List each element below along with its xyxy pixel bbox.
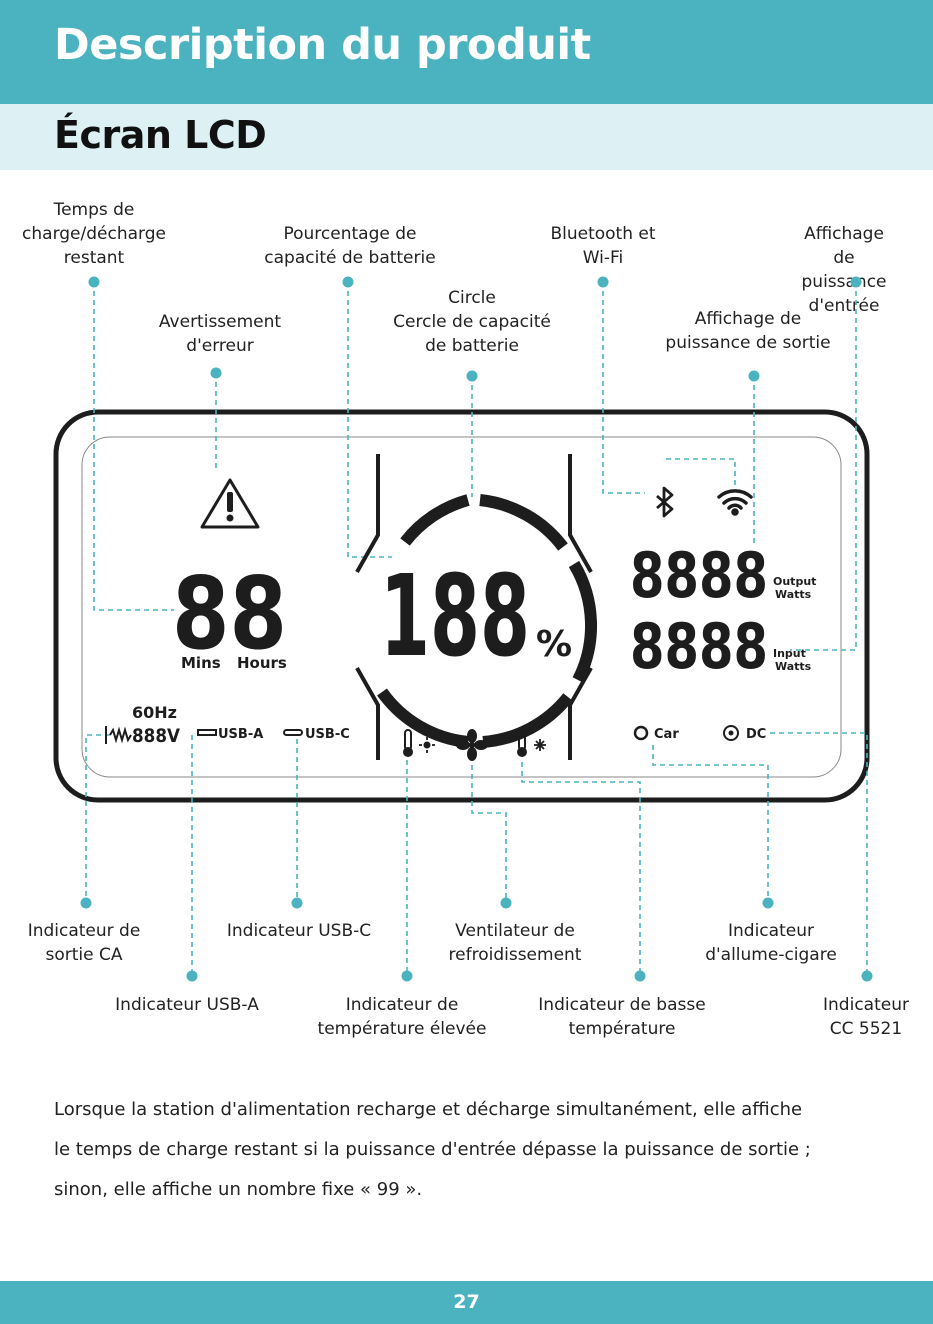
mins-unit: Mins — [181, 654, 221, 672]
section-header: Écran LCD — [0, 104, 933, 170]
input-label: Input — [773, 647, 806, 660]
car-icon — [633, 725, 649, 741]
bluetooth-icon — [656, 486, 674, 518]
leader-lines — [85, 282, 868, 976]
body-line-3: sinon, elle affiche un nombre fixe « 99 … — [54, 1179, 423, 1200]
output-watts: Watts — [775, 588, 812, 601]
label-usb-c: Indicateur USB-C — [226, 921, 372, 941]
output-digits: 8888 — [630, 539, 768, 612]
leader-dots — [80, 276, 873, 982]
percent-sign: % — [536, 624, 572, 665]
label-battery-circle: Circle Cercle de capacité de batterie — [393, 288, 551, 356]
label-car-socket: Indicateur d'allume-cigare — [705, 921, 837, 965]
dc-label: DC — [746, 727, 766, 742]
hours-unit: Hours — [237, 654, 287, 672]
label-low-temp: Indicateur de basse température — [538, 995, 706, 1039]
usb-c-icon — [283, 729, 303, 736]
page-header: Description du produit — [0, 0, 933, 104]
wifi-icon — [717, 489, 753, 516]
label-dc5521: Indicateur CC 5521 — [823, 995, 909, 1039]
warning-icon — [200, 478, 260, 529]
battery-circle-ring — [377, 494, 597, 748]
dc-icon — [723, 725, 739, 741]
body-line-1: Lorsque la station d'alimentation rechar… — [54, 1099, 803, 1120]
usb-a-icon — [197, 729, 217, 736]
label-ac-output: Indicateur de sortie CA — [27, 921, 141, 965]
usb-a-label: USB-A — [218, 727, 263, 742]
label-high-temp: Indicateur de température élevée — [317, 995, 487, 1039]
frequency-readout: 60Hz — [132, 703, 177, 722]
section-title: Écran LCD — [54, 113, 267, 157]
label-battery-percentage: Pourcentage de capacité de batterie — [264, 224, 436, 268]
page-number: 27 — [453, 1291, 480, 1313]
body-line-2: le temps de charge restant si la puissan… — [54, 1139, 811, 1160]
car-label: Car — [654, 727, 679, 742]
lcd-inner-frame — [81, 436, 842, 778]
low-temp-icon — [517, 729, 546, 757]
high-temp-icon — [403, 729, 435, 757]
label-remaining-time: Temps de charge/décharge restant — [22, 200, 166, 268]
page-footer: 27 — [0, 1281, 933, 1324]
voltage-readout: 888V — [132, 725, 180, 747]
page-title: Description du produit — [54, 20, 591, 70]
label-input-power: Affichage de puissance d'entrée — [801, 224, 887, 316]
label-cooling-fan: Ventilateur de refroidissement — [448, 921, 582, 965]
label-error-warning: Avertissement d'erreur — [158, 312, 282, 356]
body-text: Lorsque la station d'alimentation rechar… — [54, 1090, 904, 1210]
percent-digits: 188 — [380, 552, 530, 682]
output-label: Output — [773, 575, 816, 588]
label-bluetooth-wifi: Bluetooth et Wi-Fi — [550, 224, 656, 268]
ac-wave-icon — [105, 726, 132, 744]
input-watts: Watts — [775, 660, 812, 673]
input-digits: 8888 — [630, 610, 768, 683]
usb-c-label: USB-C — [305, 727, 350, 742]
label-output-power: Affichage de puissance de sortie — [665, 309, 831, 353]
fan-icon — [456, 729, 488, 761]
label-usb-a: Indicateur USB-A — [115, 995, 259, 1015]
time-digits: 88 — [172, 555, 287, 672]
